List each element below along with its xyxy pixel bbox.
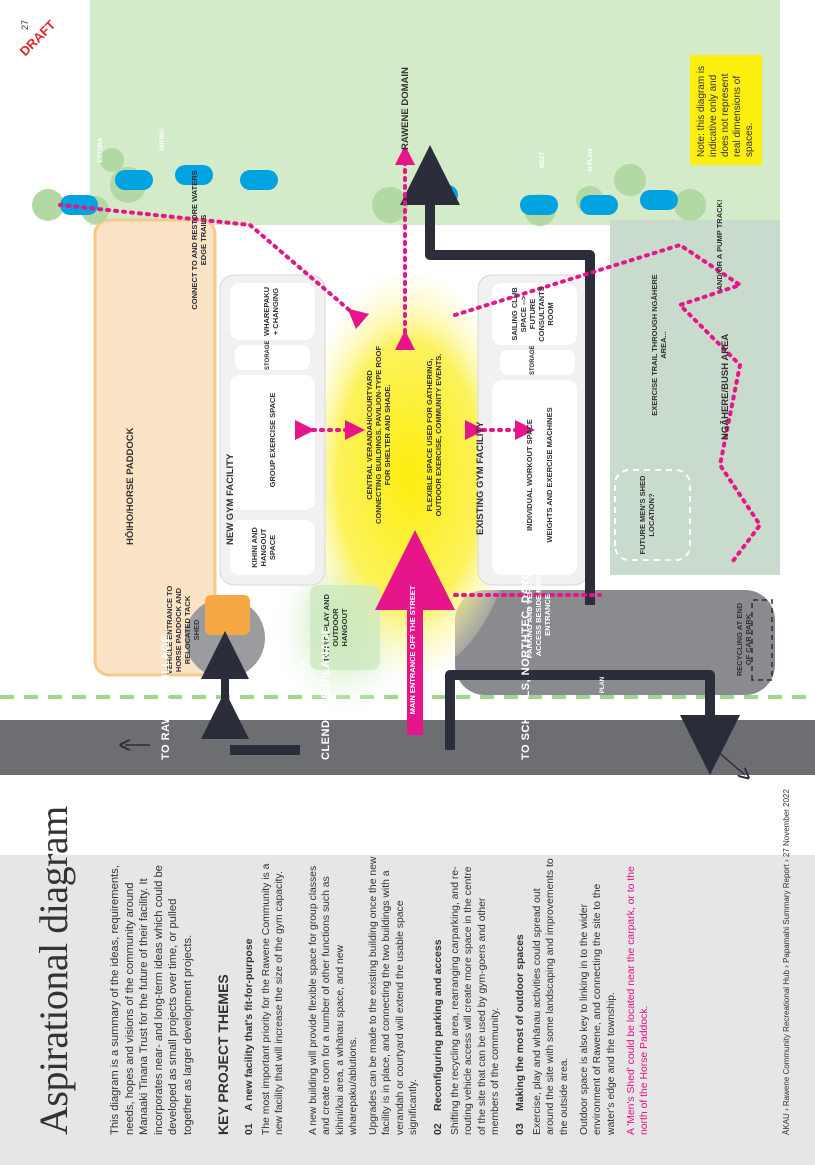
theme-01-paragraph-2: A new building will provide flexible spa… — [308, 865, 359, 1135]
central-verandah-label: CENTRAL VERANDAH/COURTYARD CONNECTING BU… — [365, 345, 392, 525]
n-plan-label: N PLAN — [588, 148, 594, 172]
exercise-trail-label: EXERCISE TRAIL THROUGH NGĀHERE AREA... — [650, 274, 668, 416]
theme-title: Making the most of outdoor spaces — [514, 934, 526, 1111]
page-title: Aspirational diagram — [31, 806, 76, 1135]
theme-heading-02: 02 Reconfiguring parking and access — [432, 939, 444, 1135]
vehicle-route — [230, 670, 710, 750]
kihini-label: KIHINI AND HANGOUT SPACE — [250, 527, 277, 568]
sailing-label: SAILING CLUB SPACE --> FUTURE CONSULTANT… — [510, 286, 555, 342]
theme-01-paragraph-3: Upgrades can be made to the existing bui… — [368, 856, 419, 1135]
sailing-club-room — [492, 283, 577, 345]
kihini-room — [230, 520, 315, 575]
picnic-area — [310, 585, 380, 670]
theme-02-paragraph-1: Shifting the recycling area, rearranging… — [450, 866, 501, 1135]
ngahere-bush-area — [610, 220, 780, 575]
horse-paddock-area — [93, 218, 217, 677]
theme-title: Reconfiguring parking and access — [432, 939, 444, 1111]
ngahere-label: NGĀHERE/BUSH AREA — [720, 333, 731, 440]
rest-label: REST — [540, 152, 546, 169]
rawene-domain-label: RAWENE DOMAIN — [400, 67, 411, 150]
storage-existing-label: STORAGE — [530, 345, 536, 375]
estora-label: ESTORA — [98, 137, 104, 163]
theme-heading-01: 01 A new facility that's fit-for-purpose — [243, 939, 255, 1135]
storage-room-existing — [500, 350, 575, 375]
to-rawane-label: TO RAWANE VILLAGE — [160, 634, 172, 760]
vehicle-access-domain — [400, 145, 595, 605]
rawene-domain-area — [90, 0, 780, 225]
central-yellow-glow — [300, 275, 520, 675]
plan-label: PLAN — [600, 676, 606, 694]
individual-workout-room — [492, 380, 577, 575]
theme-03-paragraph-2: Outdoor space is also key to linking in … — [579, 883, 617, 1135]
group-exercise-label: GROUP EXERCISE SPACE — [268, 392, 277, 488]
theme-number: 03 — [514, 1123, 526, 1135]
existing-gym-label: EXISTING GYM FACILITY — [475, 421, 486, 535]
vehicle-access-label: VEHICLE ACCESS TO DOMAIN AWAY FROM CENTR… — [600, 295, 609, 515]
recycling-box — [751, 599, 773, 681]
to-schools-arrow — [709, 744, 745, 775]
indicative-note: Note: this diagram is indicative only an… — [690, 55, 762, 165]
theme-03-paragraph-1: Exercise, play and whānau activities cou… — [532, 858, 570, 1135]
storage-new-label: STORAGE — [265, 340, 271, 370]
theme-01-paragraph-1: The most important priority for the Rawe… — [261, 863, 286, 1135]
planting-label: PLANTING — [300, 659, 306, 691]
recycling-label: RECYCLING AT END OF CAR PARK — [735, 602, 753, 677]
aspirational-diagram — [0, 0, 815, 855]
group-exercise-room — [230, 375, 315, 510]
storage-room-new — [235, 345, 310, 370]
main-entrance-label: MAIN ENTRANCE OFF THE STREET — [408, 585, 417, 715]
individual-workout-label: INDIVIDUAL WORKOUT SPACE — [525, 419, 534, 531]
weights-label: WEIGHTS AND EXERCISE MACHINES — [545, 407, 554, 543]
parking-area — [455, 590, 775, 695]
clendon-label: CLENDON ESPLANADE — [320, 626, 332, 760]
future-mens-shed-label: FUTURE MEN'S SHED LOCATION? — [638, 475, 656, 555]
flexible-space-label: FLEXIBLE SPACE USED FOR GATHERING, OUTDO… — [425, 353, 443, 517]
intro-paragraph: This diagram is a summary of the ideas, … — [109, 865, 194, 1135]
anting-label: ANTING — [160, 128, 166, 152]
to-schools-label: TO SCHOOLS, NORTHTEC, DAYCARE — [520, 546, 532, 760]
mens-shed-note: A 'Men's Shed' could be located near the… — [626, 866, 651, 1135]
new-gym-label: NEW GYM FACILITY — [225, 453, 236, 545]
page-number: 27 — [20, 20, 30, 31]
horse-paddock-label: HŌIHO/HORSE PADDOCK — [125, 427, 136, 545]
water-trail-label: CONNECT TO AND RESTORE WATERS EDGE TRAIL… — [190, 170, 208, 310]
wharepaku-label: WHAREPAKU + CHANGING — [262, 286, 280, 337]
theme-heading-03: 03 Making the most of outdoor spaces — [514, 934, 526, 1135]
theme-number: 01 — [243, 1123, 255, 1135]
pump-track-label: AND/OR A PUMP TRACK! — [715, 199, 724, 291]
theme-number: 02 — [432, 1123, 444, 1135]
wharepaku-room — [230, 283, 315, 340]
pedestrian-links — [58, 145, 763, 597]
key-project-themes-heading: KEY PROJECT THEMES — [215, 974, 231, 1135]
tack-shed — [205, 595, 250, 635]
theme-title: A new facility that's fit-for-purpose — [243, 938, 255, 1111]
